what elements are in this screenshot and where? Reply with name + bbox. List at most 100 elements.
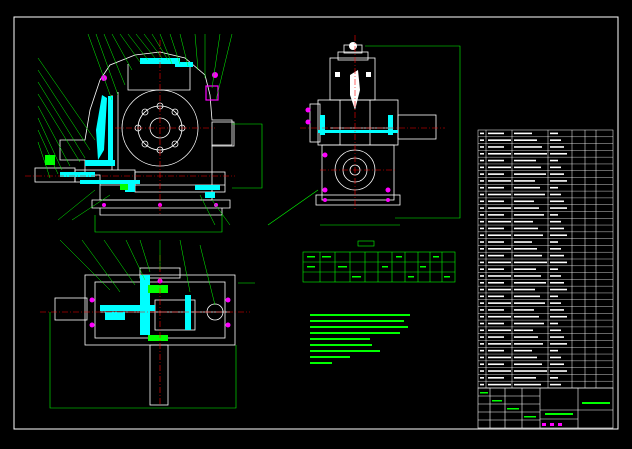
parts-list-item-number xyxy=(480,295,484,298)
parts-list-item-number xyxy=(480,275,484,277)
parts-list-cell-mark xyxy=(488,295,504,298)
side-view-dimension-lines xyxy=(267,45,461,226)
parts-list-cell-mark xyxy=(514,214,544,216)
parts-list-cell-mark xyxy=(514,234,543,237)
parts-list-cell-mark xyxy=(514,173,546,175)
parts-list-cell-mark xyxy=(488,166,511,169)
parts-list-item-number xyxy=(480,173,484,175)
parts-list-item-number xyxy=(480,336,484,338)
parts-list-item-number xyxy=(480,146,484,148)
parts-list-cell-mark xyxy=(514,315,539,318)
parts-list-cell-mark xyxy=(550,295,558,298)
parts-list-cell-mark xyxy=(550,214,558,216)
parts-list-cell-mark xyxy=(488,227,504,230)
parts-list-cell-mark xyxy=(514,383,541,386)
parts-list-cell-mark xyxy=(514,207,539,209)
parts-list-item-number xyxy=(480,329,484,332)
parts-list-cell-mark xyxy=(488,370,511,372)
parts-list-item-number xyxy=(480,214,484,216)
parts-list-cell-mark xyxy=(550,200,564,203)
parts-list-cell-mark xyxy=(514,309,534,311)
parts-list-cell-mark xyxy=(514,322,544,325)
parts-list-cell-mark xyxy=(514,343,543,345)
front-section-hatch xyxy=(60,58,220,198)
parts-list-cell-mark xyxy=(550,220,561,223)
parts-list-cell-mark xyxy=(550,288,567,291)
parts-list-cell-mark xyxy=(488,234,511,237)
parts-list-cell-mark xyxy=(488,288,511,291)
parts-list-cell-mark xyxy=(514,295,540,298)
parts-list-cell-mark xyxy=(550,248,561,250)
parts-list-cell-mark xyxy=(488,383,511,386)
parts-list-item-number xyxy=(480,193,484,196)
parts-list-item-number xyxy=(480,370,484,372)
parts-list-cell-mark xyxy=(514,356,537,359)
parts-list-cell-mark xyxy=(488,214,504,216)
parts-list-cell-mark xyxy=(514,186,540,189)
parts-list-cell-mark xyxy=(488,281,504,284)
parts-list-cell-mark xyxy=(514,180,535,182)
parts-list-cell-mark xyxy=(550,309,564,311)
parts-list-cell-mark xyxy=(550,336,564,338)
parts-list-cell-mark xyxy=(488,220,511,223)
side-view-centerlines xyxy=(300,35,445,210)
parts-list-item-number xyxy=(480,180,484,182)
parts-list-cell-mark xyxy=(488,180,511,182)
parts-list-cell-mark xyxy=(514,166,541,169)
parts-list-item-number xyxy=(480,248,484,250)
technical-requirements-notes xyxy=(310,314,410,364)
parts-list-cell-mark xyxy=(514,261,547,264)
parts-list-cell-mark xyxy=(488,200,504,203)
parts-list-cell-mark xyxy=(550,356,561,359)
outer-border xyxy=(13,16,619,430)
parts-list-cell-mark xyxy=(488,275,511,277)
parts-list-item-number xyxy=(480,309,484,311)
parts-list-item-number xyxy=(480,302,484,304)
parts-list-cell-mark xyxy=(488,159,504,162)
parts-list-cell-mark xyxy=(514,329,533,332)
parts-list-cell-mark xyxy=(488,329,511,332)
parts-list-cell-mark xyxy=(514,220,533,223)
parts-list-cell-mark xyxy=(514,377,536,379)
parts-list-item-number xyxy=(480,343,484,345)
title-block-marks xyxy=(480,392,610,426)
parts-list-item-number xyxy=(480,227,484,230)
parts-list-cell-mark xyxy=(488,302,511,304)
parts-list-cell-mark xyxy=(514,349,532,352)
parts-list-cell-mark xyxy=(514,159,536,162)
parts-list-cell-mark xyxy=(550,329,561,332)
parts-list-item-number xyxy=(480,254,484,257)
parts-list-cell-mark xyxy=(550,234,567,237)
parts-list-cell-mark xyxy=(550,281,564,284)
gear-parameter-table xyxy=(302,240,456,283)
parts-list-cell-mark xyxy=(488,241,504,243)
parts-list-cell-mark xyxy=(550,363,564,366)
parts-list-item-number xyxy=(480,281,484,284)
parts-list-cell-mark xyxy=(514,288,535,291)
parts-list-cell-mark xyxy=(514,363,542,366)
parts-list-cell-mark xyxy=(514,248,537,250)
top-section-centerlines xyxy=(40,255,250,405)
parts-list-cell-mark xyxy=(550,227,564,230)
parts-list-cell-mark xyxy=(550,152,567,155)
parts-list-item-number xyxy=(480,220,484,223)
parts-list-item-number xyxy=(480,261,484,264)
top-section-dimension-lines xyxy=(49,282,255,409)
parts-list-cell-mark xyxy=(550,180,567,182)
parts-list-cell-mark xyxy=(550,241,558,243)
parts-list-cell-mark xyxy=(488,377,504,379)
parts-list-cell-mark xyxy=(488,315,511,318)
parts-list-cell-mark xyxy=(514,370,547,372)
parts-list-cell-mark xyxy=(550,315,567,318)
parts-list-cell-mark xyxy=(550,254,564,257)
parts-list-item-number xyxy=(480,132,484,135)
parts-list-cell-mark xyxy=(514,200,534,203)
parts-list-cell-mark xyxy=(550,139,561,141)
top-section-leader-lines xyxy=(59,239,216,306)
parts-list-cell-mark xyxy=(488,139,511,141)
parts-list-item-number xyxy=(480,186,484,189)
parts-list-cell-mark xyxy=(514,193,545,196)
front-leader-lines xyxy=(37,33,233,226)
parts-list-item-number xyxy=(480,363,484,366)
parts-list-cell-mark xyxy=(488,343,511,345)
